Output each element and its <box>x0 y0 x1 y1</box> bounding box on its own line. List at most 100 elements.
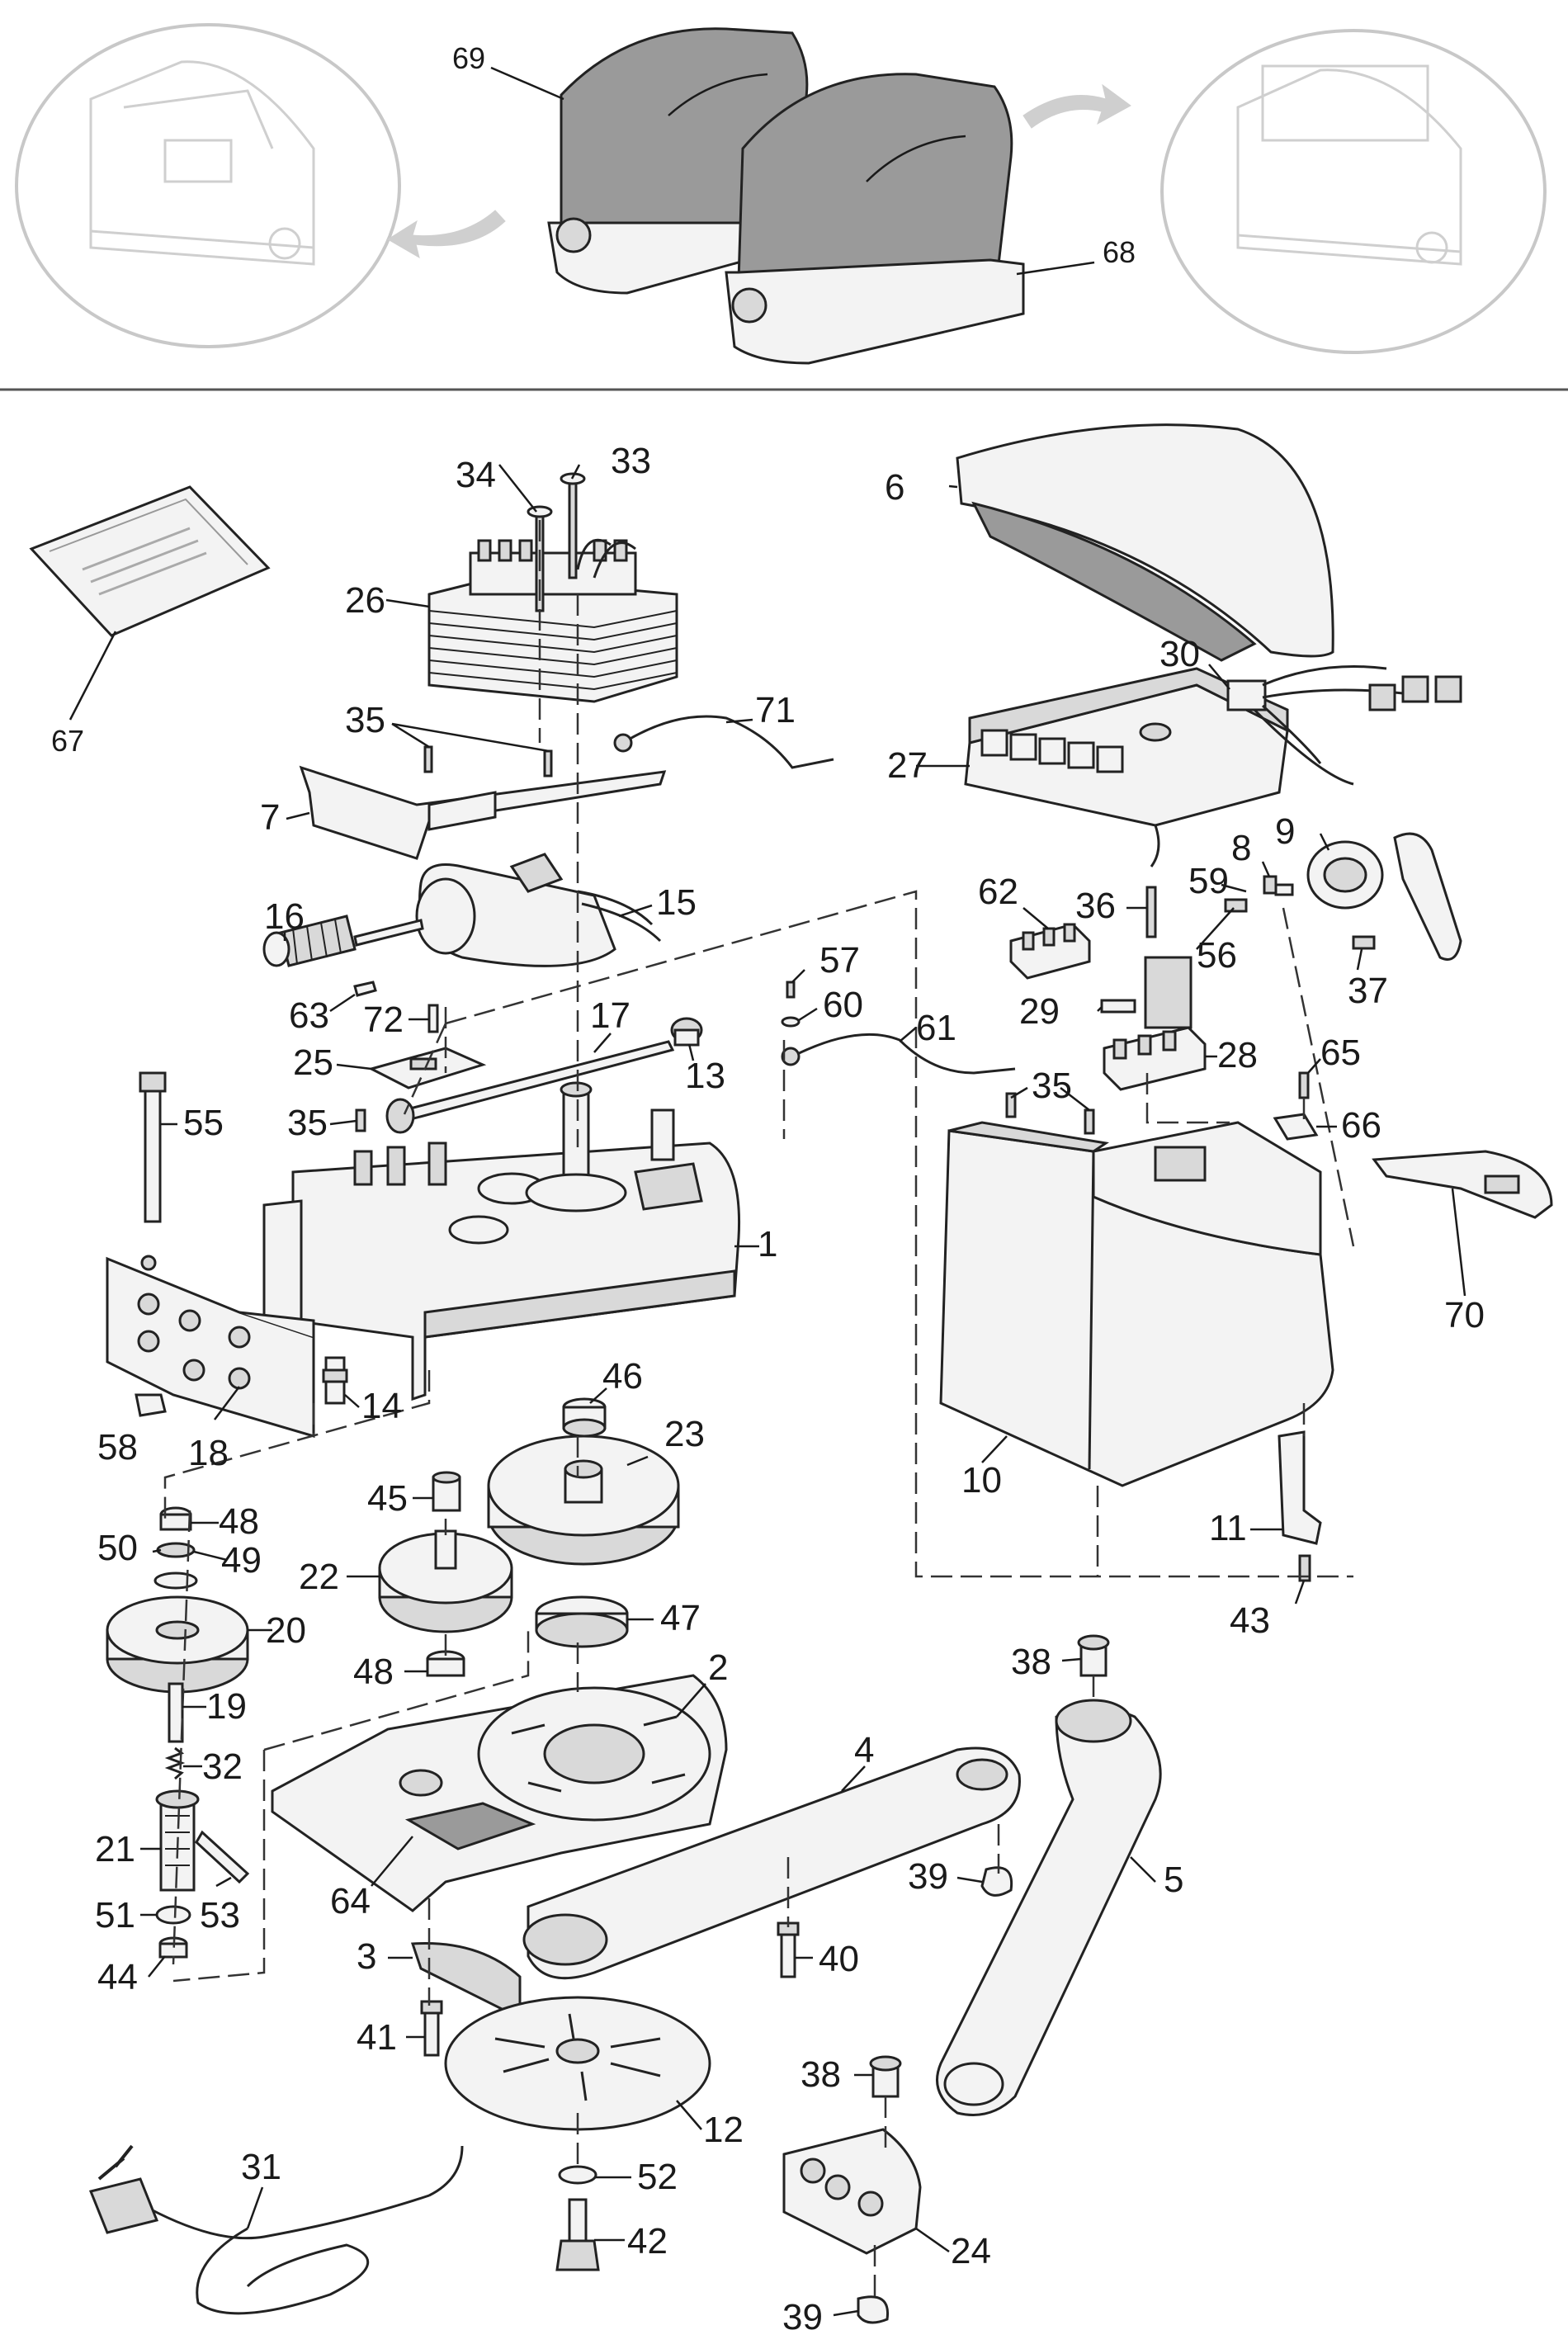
callout-65: 65 <box>1320 1033 1361 1073</box>
washer-52 <box>558 2165 597 2185</box>
callout-38-bottom: 38 <box>801 2054 841 2095</box>
left-detail-unit <box>89 60 315 266</box>
washer-51 <box>155 1905 191 1925</box>
leader-lines <box>68 464 1466 2317</box>
unit-68 <box>725 73 1025 365</box>
pin-53 <box>195 1830 250 1884</box>
callout-4: 4 <box>854 1730 874 1770</box>
callout-39-bottom: 39 <box>782 2297 823 2337</box>
worm-16 <box>262 915 357 967</box>
arm-4 <box>522 1746 1021 1980</box>
leader-69 <box>490 66 564 101</box>
callout-49: 49 <box>221 1540 262 1581</box>
callout-16: 16 <box>264 896 305 937</box>
pin-19 <box>168 1682 184 1743</box>
callout-51: 51 <box>95 1895 135 1935</box>
callout-55: 55 <box>183 1103 224 1143</box>
callout-44: 44 <box>97 1957 138 1997</box>
callout-46: 46 <box>602 1356 643 1397</box>
callout-20: 20 <box>266 1610 306 1651</box>
screw-37 <box>1352 935 1376 950</box>
callout-56: 56 <box>1197 935 1237 976</box>
motor-15 <box>353 853 662 967</box>
right-detail-circle <box>1160 29 1547 354</box>
callout-28: 28 <box>1217 1035 1258 1075</box>
assembly-lines <box>163 520 1355 2299</box>
clip-39-bottom <box>857 2295 890 2324</box>
callout-58: 58 <box>97 1427 138 1468</box>
callout-62: 62 <box>978 872 1018 912</box>
screw-72 <box>427 1004 439 1033</box>
bracket-11 <box>1278 1430 1322 1545</box>
nut-58 <box>135 1393 167 1417</box>
callout-15: 15 <box>656 882 697 923</box>
screw-41 <box>420 2000 443 2057</box>
callout-9: 9 <box>1275 811 1295 852</box>
screw-35-top-b <box>543 749 553 777</box>
pin-45 <box>432 1471 461 1512</box>
callout-47: 47 <box>660 1598 701 1638</box>
callout-23: 23 <box>664 1414 705 1454</box>
callout-25: 25 <box>293 1042 333 1083</box>
screw-40 <box>777 1921 800 1978</box>
callout-57: 57 <box>819 940 860 981</box>
callout-71: 71 <box>755 690 796 730</box>
callout-53: 53 <box>200 1895 240 1935</box>
callout-48-middle: 48 <box>353 1652 394 1692</box>
main-exploded-view: 67 69 68 34 33 26 35 71 7 15 16 63 72 17… <box>29 41 1553 2337</box>
arm-5 <box>936 1699 1162 2116</box>
callout-3: 3 <box>357 1936 376 1977</box>
callout-43: 43 <box>1230 1600 1270 1641</box>
callout-37: 37 <box>1348 971 1388 1011</box>
callout-11: 11 <box>1209 1508 1247 1548</box>
callout-2: 2 <box>708 1647 728 1688</box>
pin-8 <box>1263 875 1278 895</box>
transformer-26 <box>427 472 678 703</box>
connector-30 <box>1226 665 1462 786</box>
callout-8: 8 <box>1231 828 1251 868</box>
callout-63: 63 <box>289 995 329 1036</box>
callout-41: 41 <box>357 2017 397 2058</box>
callout-60: 60 <box>823 985 863 1025</box>
callout-67: 67 <box>51 724 84 758</box>
screw-65 <box>1298 1071 1310 1099</box>
callout-45: 45 <box>367 1478 408 1519</box>
baseplate-2 <box>271 1674 728 1912</box>
callout-35-left: 35 <box>287 1103 328 1143</box>
callout-61: 61 <box>916 1008 956 1048</box>
callout-59: 59 <box>1188 861 1229 901</box>
callout-42: 42 <box>627 2221 668 2262</box>
screw-57 <box>786 981 796 999</box>
cable-31 <box>88 2144 464 2315</box>
callout-48-left: 48 <box>219 1501 259 1542</box>
callout-35-top: 35 <box>345 700 385 740</box>
callout-17: 17 <box>590 995 631 1036</box>
cover-plate-70 <box>1372 1150 1553 1219</box>
part-66 <box>1273 1113 1319 1141</box>
pin-38-top <box>1077 1634 1110 1677</box>
washer-50 <box>153 1572 198 1590</box>
callout-50: 50 <box>97 1528 138 1568</box>
callout-labels: 67 69 68 34 33 26 35 71 7 15 16 63 72 17… <box>51 41 1485 2337</box>
callout-5: 5 <box>1164 1860 1183 1900</box>
screw-35-left <box>355 1108 366 1132</box>
screw-35-top-a <box>423 745 433 773</box>
part-64 <box>404 1802 536 1850</box>
right-detail-unit <box>1236 64 1462 266</box>
pin-38-bottom <box>869 2055 902 2098</box>
housing-1 <box>262 1081 741 1401</box>
callout-30: 30 <box>1159 634 1200 674</box>
screw-56 <box>1224 898 1248 913</box>
callout-26: 26 <box>345 580 385 621</box>
terminal-62 <box>1009 923 1091 980</box>
leader-68 <box>1016 261 1095 276</box>
screw-35-right-a <box>1005 1092 1017 1118</box>
callout-22: 22 <box>299 1557 339 1597</box>
callout-18: 18 <box>188 1433 229 1473</box>
booklet-67 <box>29 485 271 637</box>
cover-6 <box>956 423 1334 662</box>
wire-61 <box>791 1033 1016 1075</box>
callout-69: 69 <box>452 41 485 75</box>
bushing-44 <box>158 1936 188 1959</box>
